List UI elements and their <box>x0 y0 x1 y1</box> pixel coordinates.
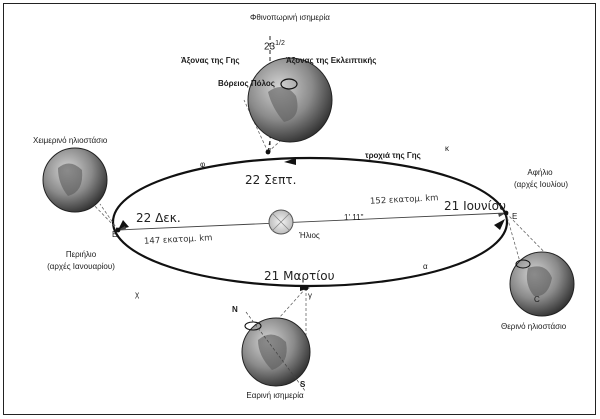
date-dec: 22 Δεκ. <box>136 211 181 225</box>
orbit-arrow-top <box>284 158 296 165</box>
autumn-equinox-label: Φθινοπωρινή ισημερία <box>250 13 330 22</box>
orbit-letter-phi: φ <box>200 160 206 169</box>
orbit-arrow-right <box>494 219 505 230</box>
point-y-label: γ <box>308 291 312 300</box>
pole-n-label: N <box>232 305 238 314</box>
date-mar: 21 Μαρτίου <box>264 269 335 283</box>
point-c-label: C <box>534 295 540 304</box>
orbit-letter-chi: χ <box>135 290 140 299</box>
tilt-angle-fraction: 1/2 <box>275 40 285 47</box>
north-pole-label: Βόρειος Πόλος <box>218 79 275 88</box>
point-e-right: E <box>512 212 518 221</box>
date-sep: 22 Σεπτ. <box>245 173 297 187</box>
winter-solstice-label: Χειμερινό ηλιοστάσιο <box>33 136 108 145</box>
orbit-label: τροχιά της Γης <box>365 151 421 160</box>
aphelion-sub-label: (αρχές Ιουλίου) <box>514 180 568 189</box>
orbit-letter-alpha: α <box>423 262 428 271</box>
pole-s-label: S <box>300 380 306 389</box>
summer-solstice-label: Θερινό ηλιοστάσιο <box>501 322 567 331</box>
orbit-letter-k: κ <box>445 144 449 153</box>
point-e-left: E <box>112 230 118 239</box>
tilt-angle-value: 23 <box>264 41 276 53</box>
perihelion-sub-label: (αρχές Ιανουαρίου) <box>47 262 115 271</box>
perihelion-label: Περιήλιο <box>65 250 97 259</box>
earth-orbit <box>111 156 509 288</box>
spring-equinox-label: Εαρινή ισημερία <box>246 391 304 400</box>
tilt-angle-label: 231/2 <box>264 40 285 52</box>
figure-border <box>3 3 596 415</box>
ecliptic-axis-label: Άξονας της Εκλειπτικής <box>286 56 377 65</box>
date-jun: 21 Ιουνίου <box>444 199 506 213</box>
aphelion-label: Αφήλιο <box>527 168 553 177</box>
orbit-arrow-left <box>118 220 129 230</box>
angle-mark: 1' 11'' <box>344 213 364 222</box>
apsides-line <box>117 212 507 231</box>
sun-label: Ήλιος <box>299 231 320 240</box>
earth-axis-label: Άξονας της Γης <box>181 56 240 65</box>
